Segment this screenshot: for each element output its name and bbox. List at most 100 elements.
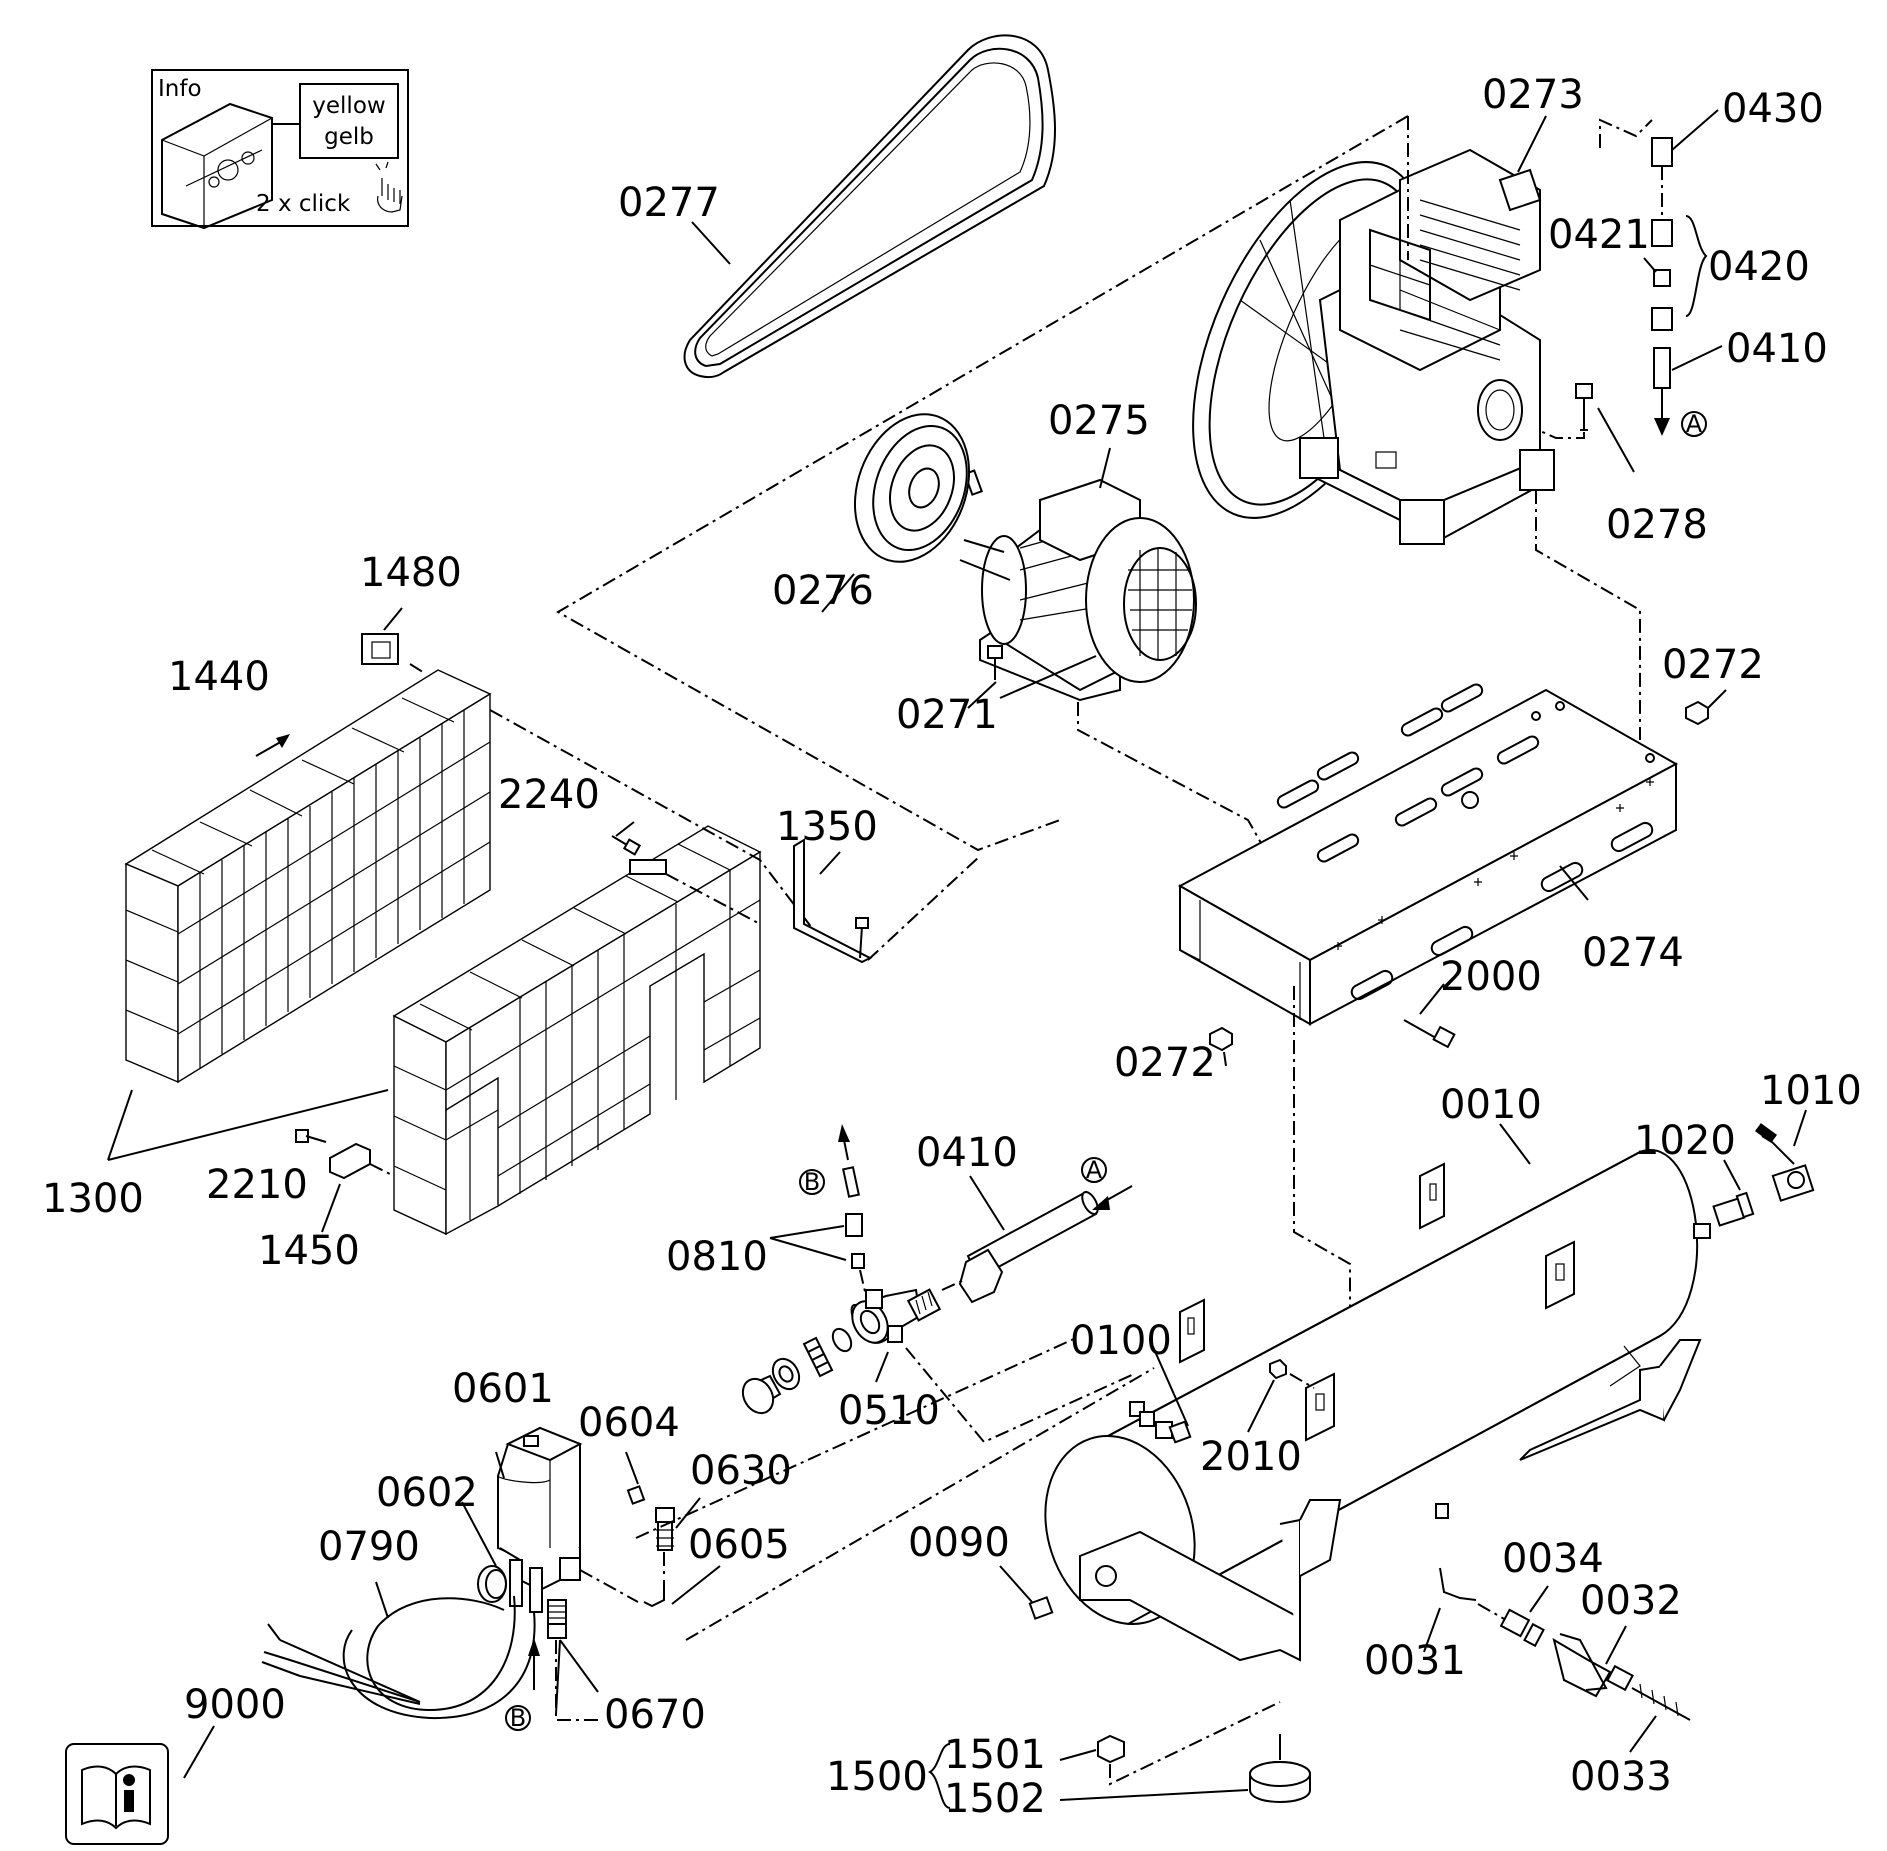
fitting-0630: [655, 1507, 675, 1551]
leader-2240: [615, 821, 635, 837]
marker-a-pipe: [1081, 1157, 1107, 1183]
fitting-1020: [1712, 1191, 1755, 1227]
label-0601: 0601: [452, 1366, 554, 1412]
label-0430: 0430: [1722, 86, 1824, 132]
valve-0604: [626, 1485, 646, 1505]
leader-0790: [375, 1581, 389, 1619]
label-1010: 1010: [1760, 1068, 1862, 1114]
elbow-0605: [643, 1552, 665, 1608]
electric-motor-0275: [959, 478, 1197, 702]
pump-mount-line: [1535, 490, 1641, 740]
fitting-0810: [838, 1124, 867, 1297]
air-tank-0010: [1044, 1149, 1711, 1662]
leader-0430: [1671, 109, 1719, 151]
power-cable-0790: [261, 1595, 536, 1720]
label-2010: 2010: [1200, 1434, 1302, 1480]
info-title: Info: [158, 76, 202, 102]
fitting-0034: [1499, 1608, 1545, 1648]
label-9000: 9000: [184, 1682, 286, 1728]
label-0630: 0630: [690, 1448, 792, 1494]
leader-0605: [671, 1565, 721, 1605]
leader-0100: [1149, 1339, 1189, 1427]
label-0272-right: 0272: [1662, 642, 1764, 688]
compressor-pump-0273: [1192, 148, 1555, 545]
pressure-pipe-0410: [941, 1190, 1099, 1304]
leader-0810: [769, 1225, 847, 1261]
leader-1350: [819, 851, 841, 875]
valve-tank-link: [905, 1347, 1135, 1444]
switch-tank-link: [685, 1367, 1155, 1641]
bracket-2240: [611, 835, 667, 875]
bracket-1450: [329, 1142, 395, 1180]
manual-info-icon[interactable]: [65, 1743, 169, 1845]
label-1502: 1502: [944, 1776, 1046, 1822]
label-0034: 0034: [1502, 1536, 1604, 1582]
leader-9000: [183, 1725, 215, 1779]
leader-0010: [1499, 1123, 1531, 1165]
belt-alignment-line: [555, 115, 1409, 852]
label-0790: 0790: [318, 1524, 420, 1570]
label-0670: 0670: [604, 1692, 706, 1738]
nut-0272-right: [1685, 700, 1709, 726]
marker-a-pipe-text: A: [1086, 1156, 1103, 1184]
bracket-1480-link: [409, 663, 427, 675]
leader-0277: [691, 221, 731, 265]
leader-2000: [1419, 983, 1445, 1015]
leader-1501: [1059, 1749, 1097, 1761]
leader-2010: [1247, 1379, 1275, 1433]
bolt-2000: [1403, 1019, 1456, 1049]
leader-0604: [625, 1451, 639, 1485]
info-box-thumbnail-icon: [161, 102, 273, 230]
leader-0034: [1529, 1585, 1549, 1613]
plug-0090: [1028, 1596, 1054, 1620]
leader-0274: [1559, 865, 1589, 901]
valve-internals: [741, 1327, 853, 1415]
info-color-de: gelb: [324, 124, 374, 150]
label-1350: 1350: [776, 804, 878, 850]
info-box[interactable]: Info yellow gelb 2 x click: [151, 69, 409, 230]
guard-link-line: [489, 709, 813, 929]
nut-2010-link: [1289, 1373, 1315, 1389]
label-0277: 0277: [618, 180, 720, 226]
arrow-1440-icon: [255, 734, 290, 757]
pulley-0276: [853, 413, 971, 563]
hose-nipple-0033: [1631, 1683, 1691, 1721]
v-belt-0277: [683, 34, 1056, 379]
leader-0275: [1099, 447, 1111, 489]
bolt-0278-link: [1537, 429, 1585, 439]
label-0278: 0278: [1606, 502, 1708, 548]
plug-0100: [1139, 1411, 1192, 1444]
bracket-1480: [361, 633, 399, 665]
marker-b-top-text: B: [804, 1168, 820, 1196]
part-labels: 0273 0430 0421 0420 0410 0278 0277 0275 …: [42, 72, 1862, 1822]
arrow-to-a: [1092, 1185, 1133, 1210]
leader-0032: [1605, 1625, 1627, 1665]
leader-1020: [1723, 1159, 1741, 1191]
label-1440: 1440: [168, 654, 270, 700]
label-1450: 1450: [258, 1228, 360, 1274]
label-2000: 2000: [1440, 954, 1542, 1000]
ball-valve-1010: [1754, 1123, 1815, 1202]
drain-valve-0032: [1552, 1633, 1634, 1698]
label-0010: 0010: [1440, 1082, 1542, 1128]
label-0031: 0031: [1364, 1638, 1466, 1684]
info-color-en: yellow: [312, 93, 385, 119]
leader-1502: [1059, 1789, 1249, 1801]
leader-0271: [967, 655, 1097, 709]
marker-a-top-text: A: [1686, 410, 1703, 438]
belt-guard-front: [392, 825, 762, 1236]
label-0100: 0100: [1070, 1318, 1172, 1364]
label-0276: 0276: [772, 568, 874, 614]
screw-2210: [295, 1129, 327, 1143]
outlet-fittings-stack: [1599, 118, 1673, 436]
bracket-2240-link: [665, 873, 761, 925]
label-0410-pipe: 0410: [916, 1130, 1018, 1176]
label-0273: 0273: [1482, 72, 1584, 118]
leader-0410a: [1671, 345, 1723, 371]
label-1020: 1020: [1634, 1118, 1736, 1164]
leader-0510: [875, 1351, 889, 1383]
bracket-1350-link: [867, 855, 981, 961]
foot-link: [1109, 1701, 1281, 1786]
leader-0410b: [969, 1175, 1005, 1231]
